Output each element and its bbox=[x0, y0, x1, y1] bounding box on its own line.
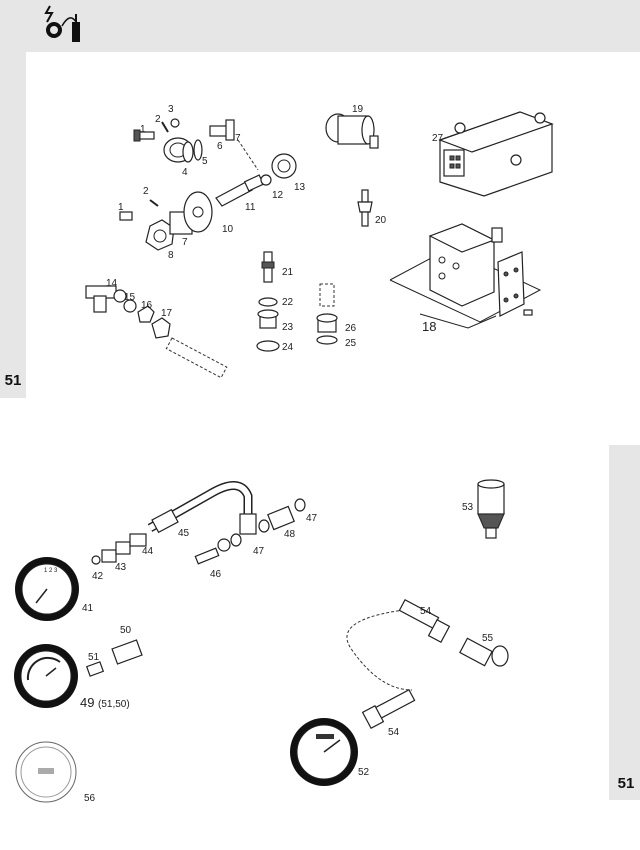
callout-2: 2 bbox=[143, 186, 149, 197]
callout-13: 13 bbox=[294, 182, 306, 193]
callout-49-note: (51,50) bbox=[98, 699, 130, 710]
callout-53: 53 bbox=[462, 502, 474, 513]
banjo-bolt bbox=[194, 538, 231, 565]
section-tab-right bbox=[609, 445, 640, 800]
callout-51: 51 bbox=[88, 652, 100, 663]
callout-2: 2 bbox=[155, 114, 161, 125]
callout-1: 1 bbox=[118, 202, 124, 213]
plug-stack bbox=[316, 283, 338, 345]
test-hose bbox=[346, 598, 509, 730]
callout-48: 48 bbox=[284, 529, 296, 540]
pressure-switch-stack bbox=[256, 251, 280, 352]
indicator-gauge bbox=[14, 644, 78, 708]
callout-19: 19 bbox=[352, 104, 364, 115]
section-tab-left bbox=[0, 0, 26, 398]
callout-26: 26 bbox=[345, 323, 357, 334]
callout-18: 18 bbox=[422, 319, 436, 334]
callout-20: 20 bbox=[375, 215, 387, 226]
callout-3: 3 bbox=[168, 104, 174, 115]
callout-24: 24 bbox=[282, 342, 294, 353]
fitting-set bbox=[85, 285, 228, 379]
callout-6: 6 bbox=[217, 141, 223, 152]
section-number-left: 51 bbox=[0, 370, 26, 392]
callout-4: 4 bbox=[182, 167, 188, 178]
temperature-sender bbox=[357, 189, 373, 227]
section-number-right: 51 bbox=[612, 773, 640, 795]
blank-gauge bbox=[15, 741, 77, 803]
svg-text:1 2 3: 1 2 3 bbox=[44, 568, 58, 574]
callout-54: 54 bbox=[388, 727, 400, 738]
callout-23: 23 bbox=[282, 322, 294, 333]
valve-assembly bbox=[119, 118, 297, 251]
callout-50: 50 bbox=[120, 625, 132, 636]
callout-27: 27 bbox=[432, 133, 444, 144]
callout-47: 47 bbox=[306, 513, 318, 524]
hydraulic-hose bbox=[147, 481, 257, 535]
callout-11: 11 bbox=[245, 202, 256, 213]
header-bar bbox=[0, 0, 640, 52]
callout-21: 21 bbox=[282, 267, 294, 278]
pressure-switch bbox=[477, 479, 505, 539]
valve-block bbox=[389, 223, 542, 329]
callout-55: 55 bbox=[482, 633, 494, 644]
callout-15: 15 bbox=[124, 292, 136, 303]
callout-44: 44 bbox=[142, 546, 154, 557]
callout-49: 49 bbox=[80, 695, 94, 710]
callout-52: 52 bbox=[358, 767, 370, 778]
callout-7: 7 bbox=[235, 133, 241, 144]
callout-46: 46 bbox=[210, 569, 222, 580]
pressure-gauge: 1 2 3 bbox=[15, 557, 79, 621]
control-unit bbox=[438, 111, 554, 197]
callout-56: 56 bbox=[84, 793, 96, 804]
callout-8: 8 bbox=[168, 250, 174, 261]
callout-5: 5 bbox=[202, 156, 208, 167]
test-pressure-gauge bbox=[290, 718, 358, 786]
callout-14: 14 bbox=[106, 278, 118, 289]
callout-54: 54 bbox=[420, 606, 432, 617]
callout-10: 10 bbox=[222, 224, 234, 235]
callout-1: 1 bbox=[140, 124, 146, 135]
callout-42: 42 bbox=[92, 571, 104, 582]
solenoid-sensor bbox=[325, 113, 379, 149]
gauge-connector-set bbox=[91, 533, 147, 565]
callout-7: 7 bbox=[182, 237, 188, 248]
callout-45: 45 bbox=[178, 528, 190, 539]
callout-41: 41 bbox=[82, 603, 94, 614]
callout-12: 12 bbox=[272, 190, 284, 201]
sealing-rings bbox=[230, 498, 306, 547]
hydraulic-pump-icon bbox=[44, 5, 80, 42]
callout-16: 16 bbox=[141, 300, 153, 311]
callout-43: 43 bbox=[115, 562, 127, 573]
callout-47: 47 bbox=[253, 546, 265, 557]
callout-17: 17 bbox=[161, 308, 173, 319]
callout-25: 25 bbox=[345, 338, 357, 349]
callout-22: 22 bbox=[282, 297, 294, 308]
gauge-sender bbox=[85, 639, 143, 677]
